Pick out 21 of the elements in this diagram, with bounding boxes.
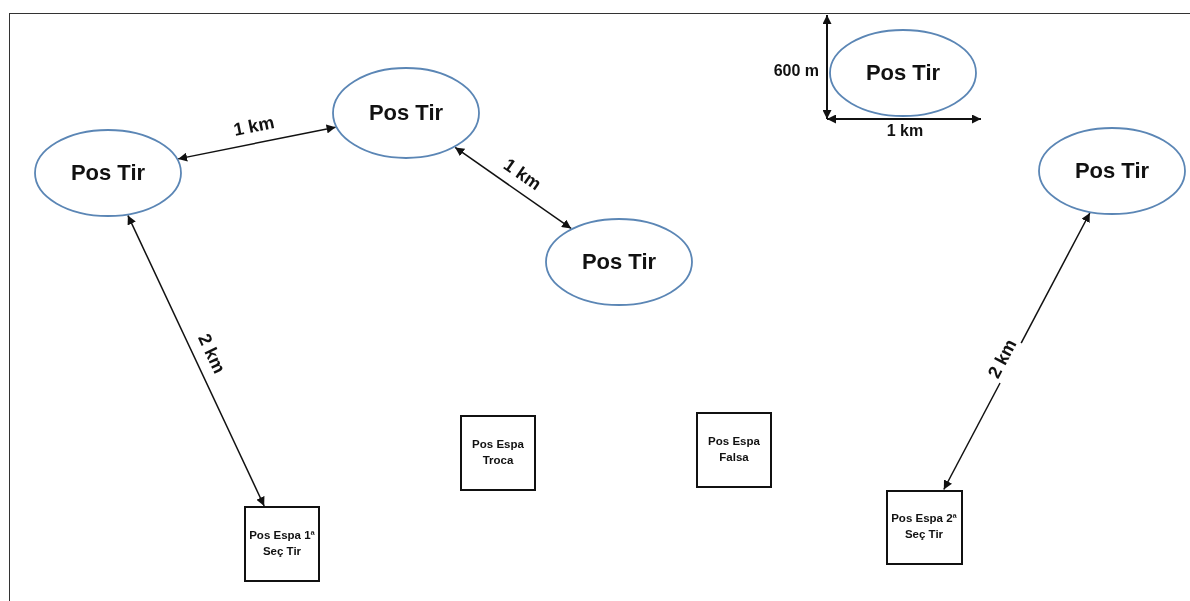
position-label: Pos Espa Troca — [471, 437, 525, 468]
position-label: Pos Tir — [1074, 158, 1150, 184]
position-box — [460, 415, 536, 491]
position-ellipse — [829, 29, 977, 117]
position-label: Pos Espa 1ª Seç Tir — [248, 528, 316, 559]
double-arrow — [454, 146, 572, 230]
double-arrow — [127, 214, 265, 507]
position-label: Pos Tir — [368, 100, 444, 126]
position-label: Pos Espa 2ª Seç Tir — [890, 511, 958, 542]
position-ellipse — [545, 218, 693, 306]
position-ellipse — [332, 67, 480, 159]
position-box — [696, 412, 772, 488]
position-label: Pos Espa Falsa — [707, 434, 761, 465]
double-arrow — [177, 124, 337, 162]
position-ellipse — [34, 129, 182, 217]
position-box — [885, 489, 963, 565]
position-label: Pos Tir — [70, 160, 146, 186]
position-box — [244, 506, 320, 582]
position-label: Pos Tir — [865, 60, 941, 86]
position-ellipse — [1038, 127, 1186, 215]
position-label: Pos Tir — [581, 249, 657, 275]
